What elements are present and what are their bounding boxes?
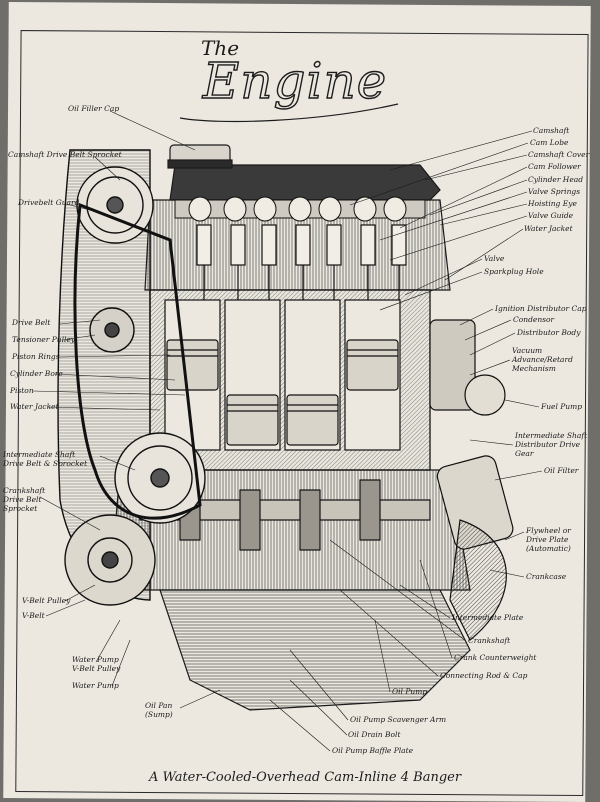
label-cam-follower: Cam Follower [528, 162, 581, 171]
label-camshaft: Camshaft [533, 126, 570, 135]
label-crankshaft-drive-belt-sprocket: Crankshaft Drive Belt Sprocket [3, 486, 46, 513]
label-water-jacket-left: Water Jacket [10, 402, 59, 411]
label-oil-pump-baffle-plate: Oil Pump Baffle Plate [332, 746, 414, 755]
label-intermediate-shaft-distributor-drive-gear: Intermediate Shaft Distributor Drive Gea… [515, 431, 588, 458]
label-fuel-pump: Fuel Pump [541, 402, 583, 411]
subtitle: A Water-Cooled-Overhead Cam-Inline 4 Ban… [148, 770, 462, 785]
label-water-pump: Water Pump [72, 681, 119, 690]
label-ignition-distributor-cap: Ignition Distributor Cap [495, 304, 587, 313]
label-oil-pump: Oil Pump [392, 687, 428, 696]
label-crankcase: Crankcase [526, 572, 567, 581]
piston-3 [286, 394, 339, 446]
distributor-shape [429, 319, 476, 411]
right-accessories [429, 319, 514, 641]
piston-4 [346, 339, 399, 391]
label-cylinder-bore: Cylinder Bore [10, 369, 63, 378]
valves [196, 224, 407, 300]
label-valve-guide: Valve Guide [528, 211, 574, 220]
label-cylinder-head: Cylinder Head [528, 175, 584, 184]
camshaft-assembly [174, 196, 426, 222]
label-drive-belt: Drive Belt [12, 318, 51, 327]
label-flywheel: Flywheel or Drive Plate (Automatic) [526, 526, 571, 553]
piston-2 [226, 394, 279, 446]
label-water-pump-v-belt-pulley: Water Pump V-Belt Pulley [72, 655, 121, 673]
fuel-pump-shape [464, 374, 506, 416]
flywheel-shape [449, 519, 507, 641]
leader-lines [32, 110, 543, 752]
label-condensor: Condensor [513, 315, 555, 324]
label-v-belt: V-Belt [22, 611, 45, 620]
label-intermediate-plate: Intermediate Plate [452, 613, 524, 622]
label-piston: Piston [10, 386, 34, 395]
drive-belt-shape [73, 202, 202, 520]
label-cam-lobe: Cam Lobe [530, 138, 569, 147]
label-hoisting-eye: Hoisting Eye [528, 199, 577, 208]
title-the: The [200, 36, 240, 60]
title-flourish [179, 103, 399, 123]
label-piston-rings: Piston Rings [12, 352, 60, 361]
label-connecting-rod-cap: Connecting Rod & Cap [440, 671, 528, 680]
piston-1 [166, 339, 219, 391]
title-engine: Engine [202, 51, 388, 110]
label-oil-filter: Oil Filter [544, 466, 579, 475]
label-oil-filler-cap: Oil Filler Cap [68, 104, 120, 113]
label-crank-counterweight: Crank Counterweight [454, 653, 537, 662]
label-v-belt-pulley: V-Belt Pulley [22, 596, 71, 605]
cam-lobes [188, 196, 407, 222]
label-tensioner-pulley: Tensioner Pulley [12, 335, 76, 344]
pistons [166, 339, 399, 446]
label-valve-springs: Valve Springs [528, 187, 581, 196]
label-oil-drain-bolt: Oil Drain Bolt [348, 730, 401, 739]
label-camshaft-drive-belt-sprocket: Camshaft Drive Belt Sprocket [8, 150, 122, 159]
label-oil-pump-scavenger-arm: Oil Pump Scavenger Arm [350, 715, 447, 724]
camshaft-cover-shape [169, 164, 441, 201]
label-intermediate-shaft-sprocket: Intermediate Shaft Drive Belt & Sprocket [3, 450, 88, 468]
label-oil-pan: Oil Pan (Sump) [145, 701, 173, 719]
oil-pan-shape [159, 589, 471, 711]
label-sparkplug-hole: Sparkplug Hole [484, 267, 544, 276]
label-water-jacket-right: Water Jacket [524, 224, 573, 233]
label-drivebelt-guard: Drivebelt Guard [18, 198, 80, 207]
timing-belt-system [57, 149, 206, 606]
label-crankshaft: Crankshaft [468, 636, 511, 645]
label-camshaft-cover: Camshaft Cover [528, 150, 590, 159]
label-valve: Valve [484, 254, 505, 263]
label-distributor-body: Distributor Body [517, 328, 581, 337]
label-vacuum-advance: Vacuum Advance/Retard Mechanism [512, 346, 573, 373]
